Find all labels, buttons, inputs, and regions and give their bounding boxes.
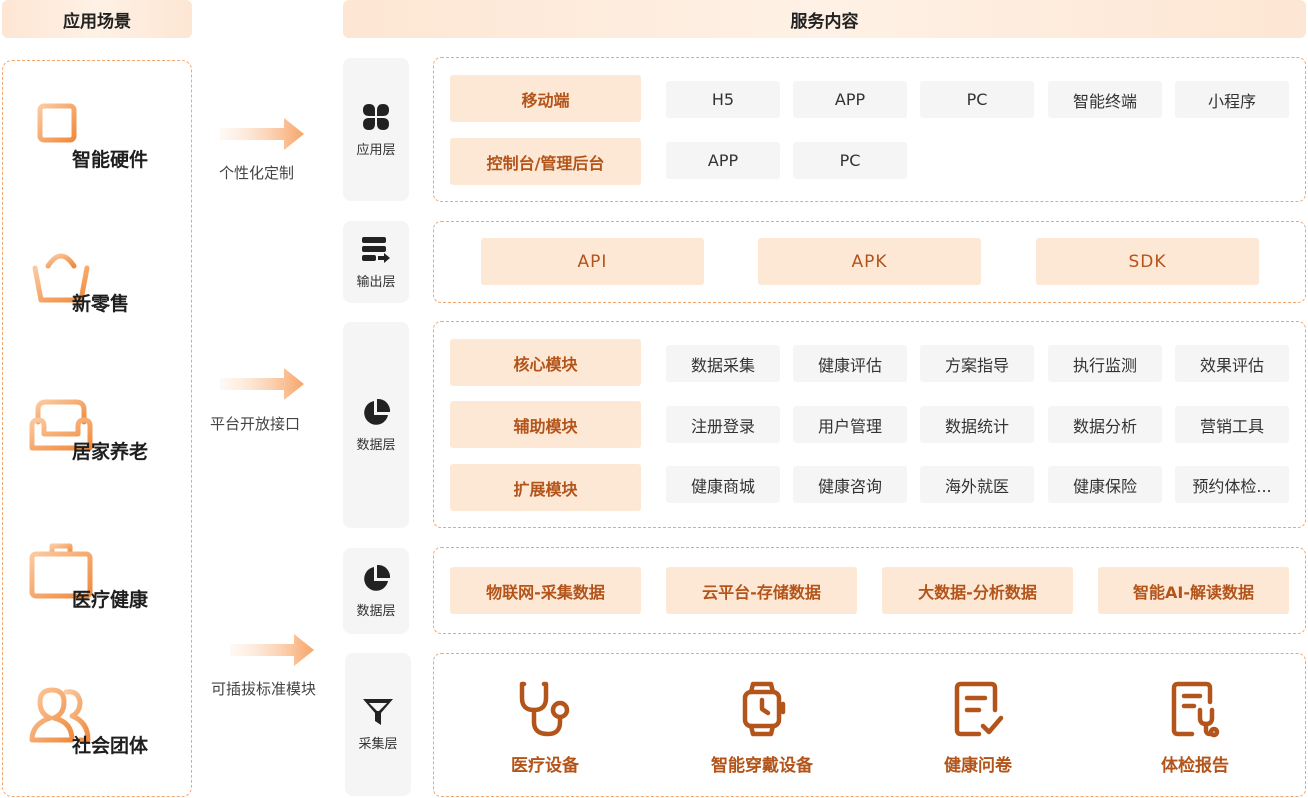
chip-item: 预约体检...	[1175, 466, 1289, 503]
scene-social-groups: 社会团体	[28, 678, 188, 758]
pie-icon	[364, 564, 391, 591]
data-pipeline-panel	[433, 547, 1306, 634]
questionnaire-icon	[954, 681, 1004, 737]
scene-label: 居家养老	[72, 441, 149, 463]
tab-label: 应用层	[356, 143, 396, 158]
output-item: APK	[758, 238, 981, 285]
stethoscope-icon	[519, 681, 570, 737]
grid-icon	[363, 104, 389, 130]
chip-item: 健康评估	[793, 345, 907, 382]
filter-icon	[363, 699, 393, 725]
category-core: 核心模块	[450, 339, 641, 386]
collection-item-questionnaire: 健康问卷	[888, 680, 1068, 776]
category-mobile: 移动端	[450, 75, 641, 122]
services-header: 服务内容	[343, 0, 1306, 38]
output-item: SDK	[1036, 238, 1259, 285]
smartwatch-icon	[742, 681, 786, 737]
scene-smart-hardware: 智能硬件	[28, 92, 188, 172]
pipeline-item: 智能AI-解读数据	[1098, 567, 1289, 614]
output-item: API	[481, 238, 704, 285]
tab-data-pipeline-layer: 数据层	[343, 548, 409, 634]
connector-label: 个性化定制	[219, 164, 295, 182]
collection-label: 智能穿戴设备	[711, 756, 813, 776]
tab-output-layer: 输出层	[343, 221, 409, 303]
chip-item: 数据采集	[666, 345, 780, 382]
data-layer-panel	[433, 321, 1306, 528]
chip-item: 注册登录	[666, 406, 780, 443]
arrow-icon	[220, 116, 310, 152]
connector-label: 可插拔标准模块	[211, 680, 317, 698]
scene-label: 新零售	[72, 293, 130, 315]
collection-layer-panel	[433, 653, 1306, 797]
chip-item: 营销工具	[1175, 406, 1289, 443]
chip-item: H5	[666, 81, 780, 118]
chip-item: APP	[793, 81, 907, 118]
collection-item-report: 体检报告	[1105, 680, 1285, 776]
scene-label: 医疗健康	[72, 589, 149, 611]
category-extension: 扩展模块	[450, 464, 641, 511]
chip-item: 智能终端	[1048, 81, 1162, 118]
category-auxiliary: 辅助模块	[450, 401, 641, 448]
tab-label: 数据层	[356, 603, 396, 619]
scene-label: 社会团体	[72, 735, 149, 757]
connector-label: 平台开放接口	[210, 415, 301, 433]
collection-label: 医疗设备	[511, 756, 579, 776]
tab-label: 采集层	[358, 737, 398, 752]
scene-label: 智能硬件	[72, 149, 149, 171]
chip-item: 数据分析	[1048, 406, 1162, 443]
collection-label: 健康问卷	[944, 756, 1012, 776]
group-icon	[29, 687, 91, 743]
chip-item: PC	[793, 142, 907, 179]
pipeline-item: 云平台-存储数据	[666, 567, 857, 614]
scenes-header: 应用场景	[2, 0, 192, 38]
chip-item: 健康咨询	[793, 466, 907, 503]
chip-icon	[28, 93, 87, 153]
chip-item: 执行监测	[1048, 345, 1162, 382]
tab-data-layer: 数据层	[343, 322, 409, 528]
chip-item: 效果评估	[1175, 345, 1289, 382]
pie-icon	[364, 398, 391, 425]
scenes-panel	[2, 60, 192, 797]
chip-item: PC	[920, 81, 1034, 118]
chip-item: 方案指导	[920, 345, 1034, 382]
pipeline-item: 大数据-分析数据	[882, 567, 1073, 614]
scene-new-retail: 新零售	[28, 236, 188, 316]
sofa-icon	[29, 399, 93, 451]
chip-item: 健康保险	[1048, 466, 1162, 503]
scene-home-elderly-care: 居家养老	[28, 384, 188, 464]
chip-item: 用户管理	[793, 406, 907, 443]
collection-label: 体检报告	[1161, 756, 1229, 776]
chip-item: 海外就医	[920, 466, 1034, 503]
basket-icon	[28, 253, 94, 303]
tab-application-layer: 应用层	[343, 58, 409, 201]
scene-medical-health: 医疗健康	[28, 532, 188, 612]
category-console: 控制台/管理后台	[450, 138, 641, 185]
chip-item: 小程序	[1175, 81, 1289, 118]
tab-label: 数据层	[356, 437, 396, 453]
server-export-icon	[362, 236, 390, 263]
arrow-icon	[230, 632, 320, 668]
chip-item: 健康商城	[666, 466, 780, 503]
arrow-icon	[220, 366, 310, 402]
pipeline-item: 物联网-采集数据	[450, 567, 641, 614]
medkit-icon	[29, 543, 93, 599]
application-layer-panel	[433, 57, 1306, 202]
output-layer-panel	[433, 221, 1306, 303]
tab-label: 输出层	[356, 274, 396, 290]
report-icon	[1171, 681, 1220, 738]
collection-item-medical-device: 医疗设备	[455, 680, 635, 776]
chip-item: 数据统计	[920, 406, 1034, 443]
collection-item-wearable: 智能穿戴设备	[672, 680, 852, 776]
tab-collection-layer: 采集层	[345, 653, 411, 796]
chip-item: APP	[666, 142, 780, 179]
